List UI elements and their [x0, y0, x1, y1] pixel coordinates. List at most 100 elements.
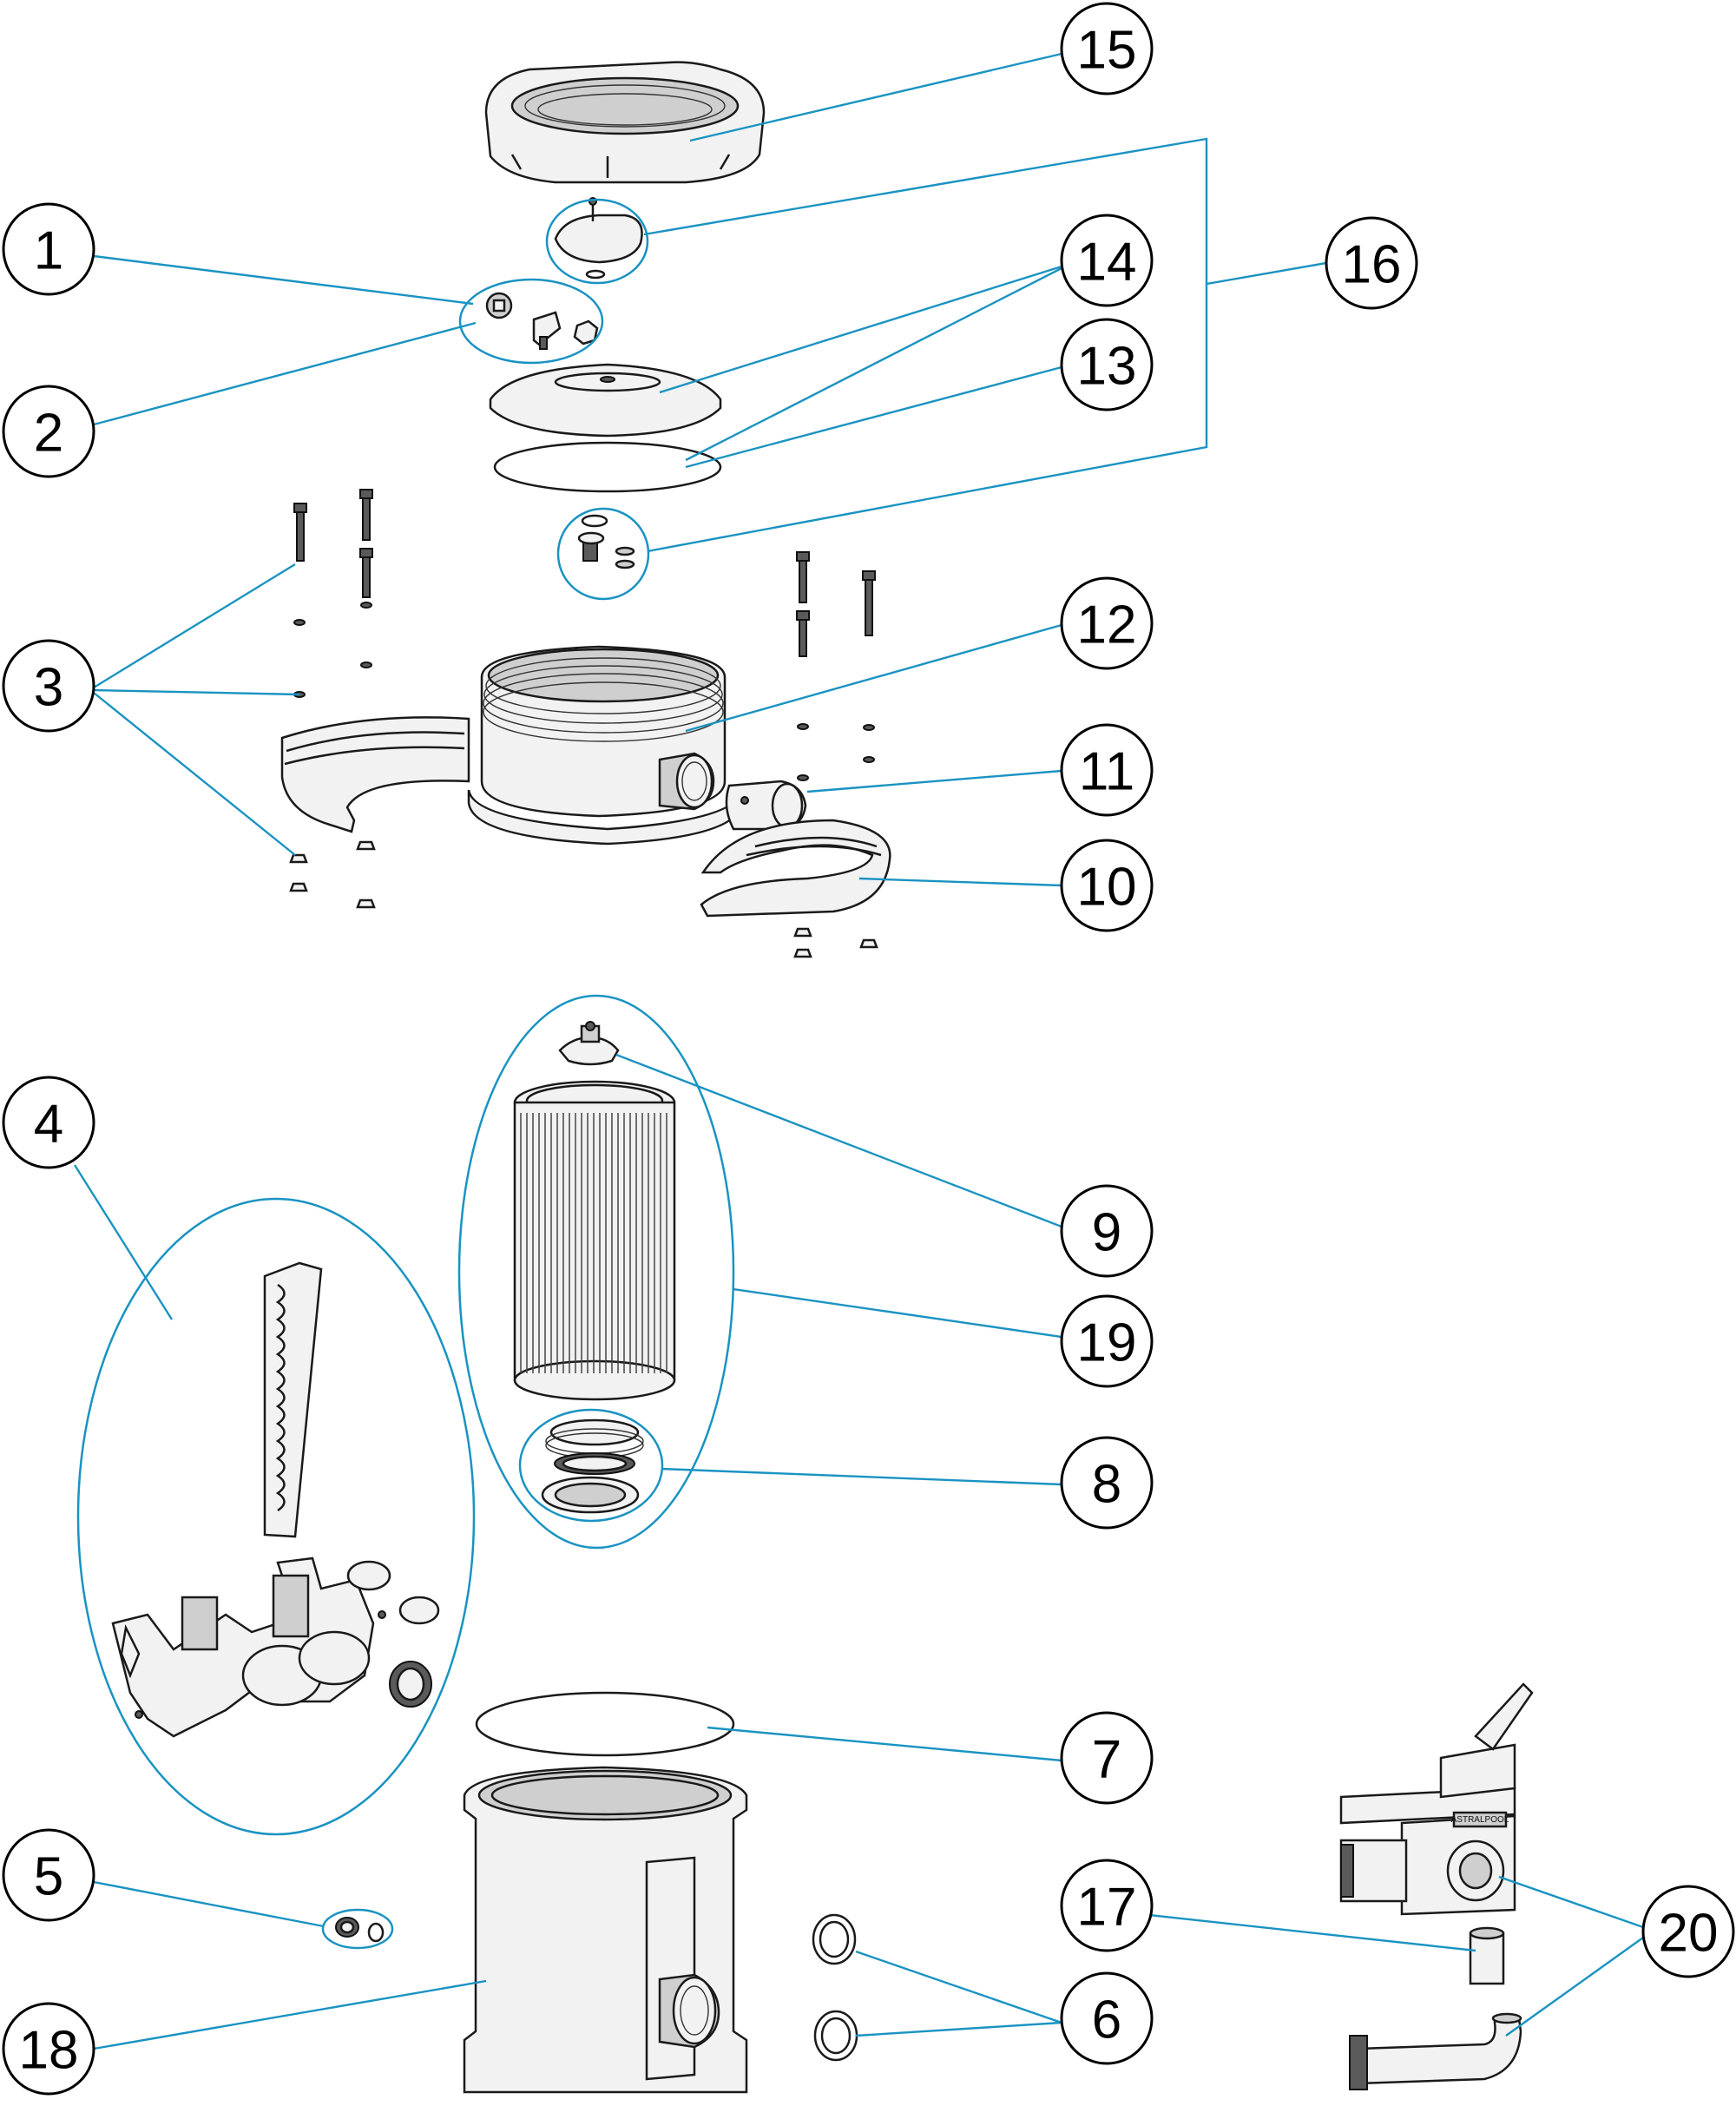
callout-19: 19	[1060, 1294, 1154, 1388]
callout-circle	[1060, 1711, 1154, 1805]
callout-17: 17	[1060, 1859, 1154, 1952]
filter-tank	[463, 1766, 748, 2094]
callout-8: 8	[1060, 1436, 1154, 1530]
leader-line	[93, 254, 474, 306]
callout-number: 7	[1092, 1730, 1121, 1790]
group-outline-16-vent-cap	[545, 198, 649, 285]
callout-13: 13	[1060, 318, 1154, 411]
leader-line	[858, 877, 1062, 887]
leader-line	[855, 1950, 1062, 2024]
cartridge-bottom-seals	[541, 1418, 644, 1514]
callout-15: 15	[1060, 2, 1154, 95]
leader-line	[689, 52, 1062, 142]
callout-number: 16	[1342, 235, 1402, 295]
leader-line	[73, 1164, 174, 1320]
leader-line	[661, 1467, 1062, 1486]
callout-12: 12	[1060, 576, 1154, 670]
callout-number: 1	[34, 221, 63, 281]
callout-number: 11	[1079, 742, 1134, 802]
callout-1: 1	[2, 202, 95, 296]
lid-o-ring	[493, 441, 722, 493]
leader-line	[615, 1053, 1062, 1228]
callout-circle	[1060, 2, 1154, 95]
group-outlines	[76, 198, 735, 1950]
callout-4: 4	[2, 1076, 95, 1169]
internal-manifold-assembly	[111, 1261, 440, 1738]
callout-11: 11	[1060, 723, 1154, 817]
clamp-bolts-right	[793, 551, 878, 958]
leader-line	[685, 623, 1062, 733]
leader-line	[806, 769, 1062, 793]
callout-number: 4	[34, 1095, 63, 1155]
callout-number: 2	[34, 404, 63, 464]
callout-circle	[1060, 214, 1154, 307]
callout-number: 15	[1077, 21, 1137, 81]
filter-top-housing	[467, 645, 744, 846]
callout-number: 17	[1077, 1878, 1137, 1938]
multiport-valve: ASTRALPOOL	[1339, 1682, 1534, 1916]
callout-10: 10	[1060, 839, 1154, 932]
callout-14: 14	[1060, 214, 1154, 307]
callout-number: 12	[1077, 596, 1137, 655]
clamp-half-right	[700, 819, 891, 918]
callout-number: 6	[1092, 1991, 1121, 2050]
air-release-valve-parts	[577, 514, 635, 569]
leader-line	[93, 688, 300, 696]
leader-line	[707, 1726, 1062, 1762]
callout-number: 20	[1659, 1904, 1719, 1964]
group-outline-16-valve	[556, 507, 650, 601]
callout-number: 18	[19, 2021, 79, 2081]
filter-cartridge	[513, 1080, 676, 1401]
gauge-and-vent-fitting	[485, 292, 599, 350]
connection-pipe	[1469, 1926, 1505, 1985]
group-outline-4	[76, 1197, 476, 1836]
leader-line	[647, 284, 1208, 553]
group-outline-1-2	[458, 278, 604, 365]
callout-circle	[1060, 576, 1154, 670]
leader-line	[1498, 1875, 1644, 1929]
callout-number: 3	[34, 658, 63, 718]
leader-line	[685, 365, 1062, 469]
callout-9: 9	[1060, 1184, 1154, 1278]
clamp-half-left	[280, 716, 470, 833]
leader-line	[1505, 1937, 1644, 2037]
callout-circle	[1060, 1436, 1154, 1530]
callout-circle	[2, 1828, 95, 1922]
leader-line	[93, 1979, 487, 2050]
leader-line	[93, 692, 296, 856]
leader-line	[733, 1287, 1062, 1339]
union-gaskets	[812, 1913, 858, 2062]
callout-circle	[2, 385, 95, 478]
callout-circle	[1060, 1859, 1154, 1952]
tank-o-ring	[475, 1691, 735, 1757]
callout-circle	[2, 202, 95, 296]
callout-number: 8	[1092, 1455, 1121, 1515]
leader-line	[93, 321, 477, 426]
callout-circle	[1060, 1294, 1154, 1388]
leader-line	[93, 563, 296, 689]
drain-plug	[335, 1917, 385, 1943]
callout-circle	[1325, 216, 1418, 310]
callout-circle	[1060, 839, 1154, 932]
callout-circle	[2, 2002, 95, 2096]
group-outline-5	[321, 1908, 394, 1950]
top-ring-cover	[484, 61, 766, 184]
callout-6: 6	[1060, 1971, 1154, 2065]
group-outline-8	[518, 1408, 664, 1523]
callout-number: 13	[1077, 337, 1137, 397]
callout-7: 7	[1060, 1711, 1154, 1805]
elbow-connector	[1349, 2012, 1522, 2090]
leader-line	[659, 265, 1062, 394]
callout-circle	[1060, 723, 1154, 817]
callout-16: 16	[1325, 216, 1418, 310]
callout-number: 5	[34, 1847, 63, 1907]
cartridge-top-cap	[558, 1021, 620, 1066]
callout-number: 10	[1077, 858, 1137, 918]
leader-line	[643, 137, 1327, 286]
valve-logo-text: ASTRALPOOL	[1451, 1815, 1509, 1825]
callout-circle	[2, 1076, 95, 1169]
union-connector	[725, 780, 807, 831]
callout-18: 18	[2, 2002, 95, 2096]
